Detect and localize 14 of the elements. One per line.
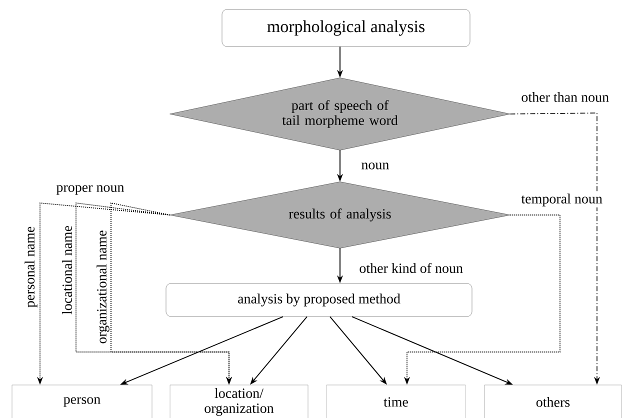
- category-box: person: [12, 384, 152, 418]
- edge-label: noun: [360, 162, 390, 170]
- edge-label: temporal noun: [520, 192, 604, 208]
- edge-label: other than noun: [520, 91, 610, 103]
- edge-label: locational name: [61, 224, 73, 316]
- category-box: time: [326, 384, 466, 418]
- process-box: analysis by proposed method: [166, 283, 472, 317]
- edge-label: personal name: [24, 225, 38, 309]
- edge-label: organizational name: [96, 229, 110, 345]
- edge-label: other kind of noun: [358, 262, 464, 274]
- process-box: morphological analysis: [222, 9, 470, 47]
- branch-label: proper noun: [56, 185, 124, 195]
- category-box: location/ organization: [170, 384, 308, 418]
- category-box: others: [484, 384, 622, 418]
